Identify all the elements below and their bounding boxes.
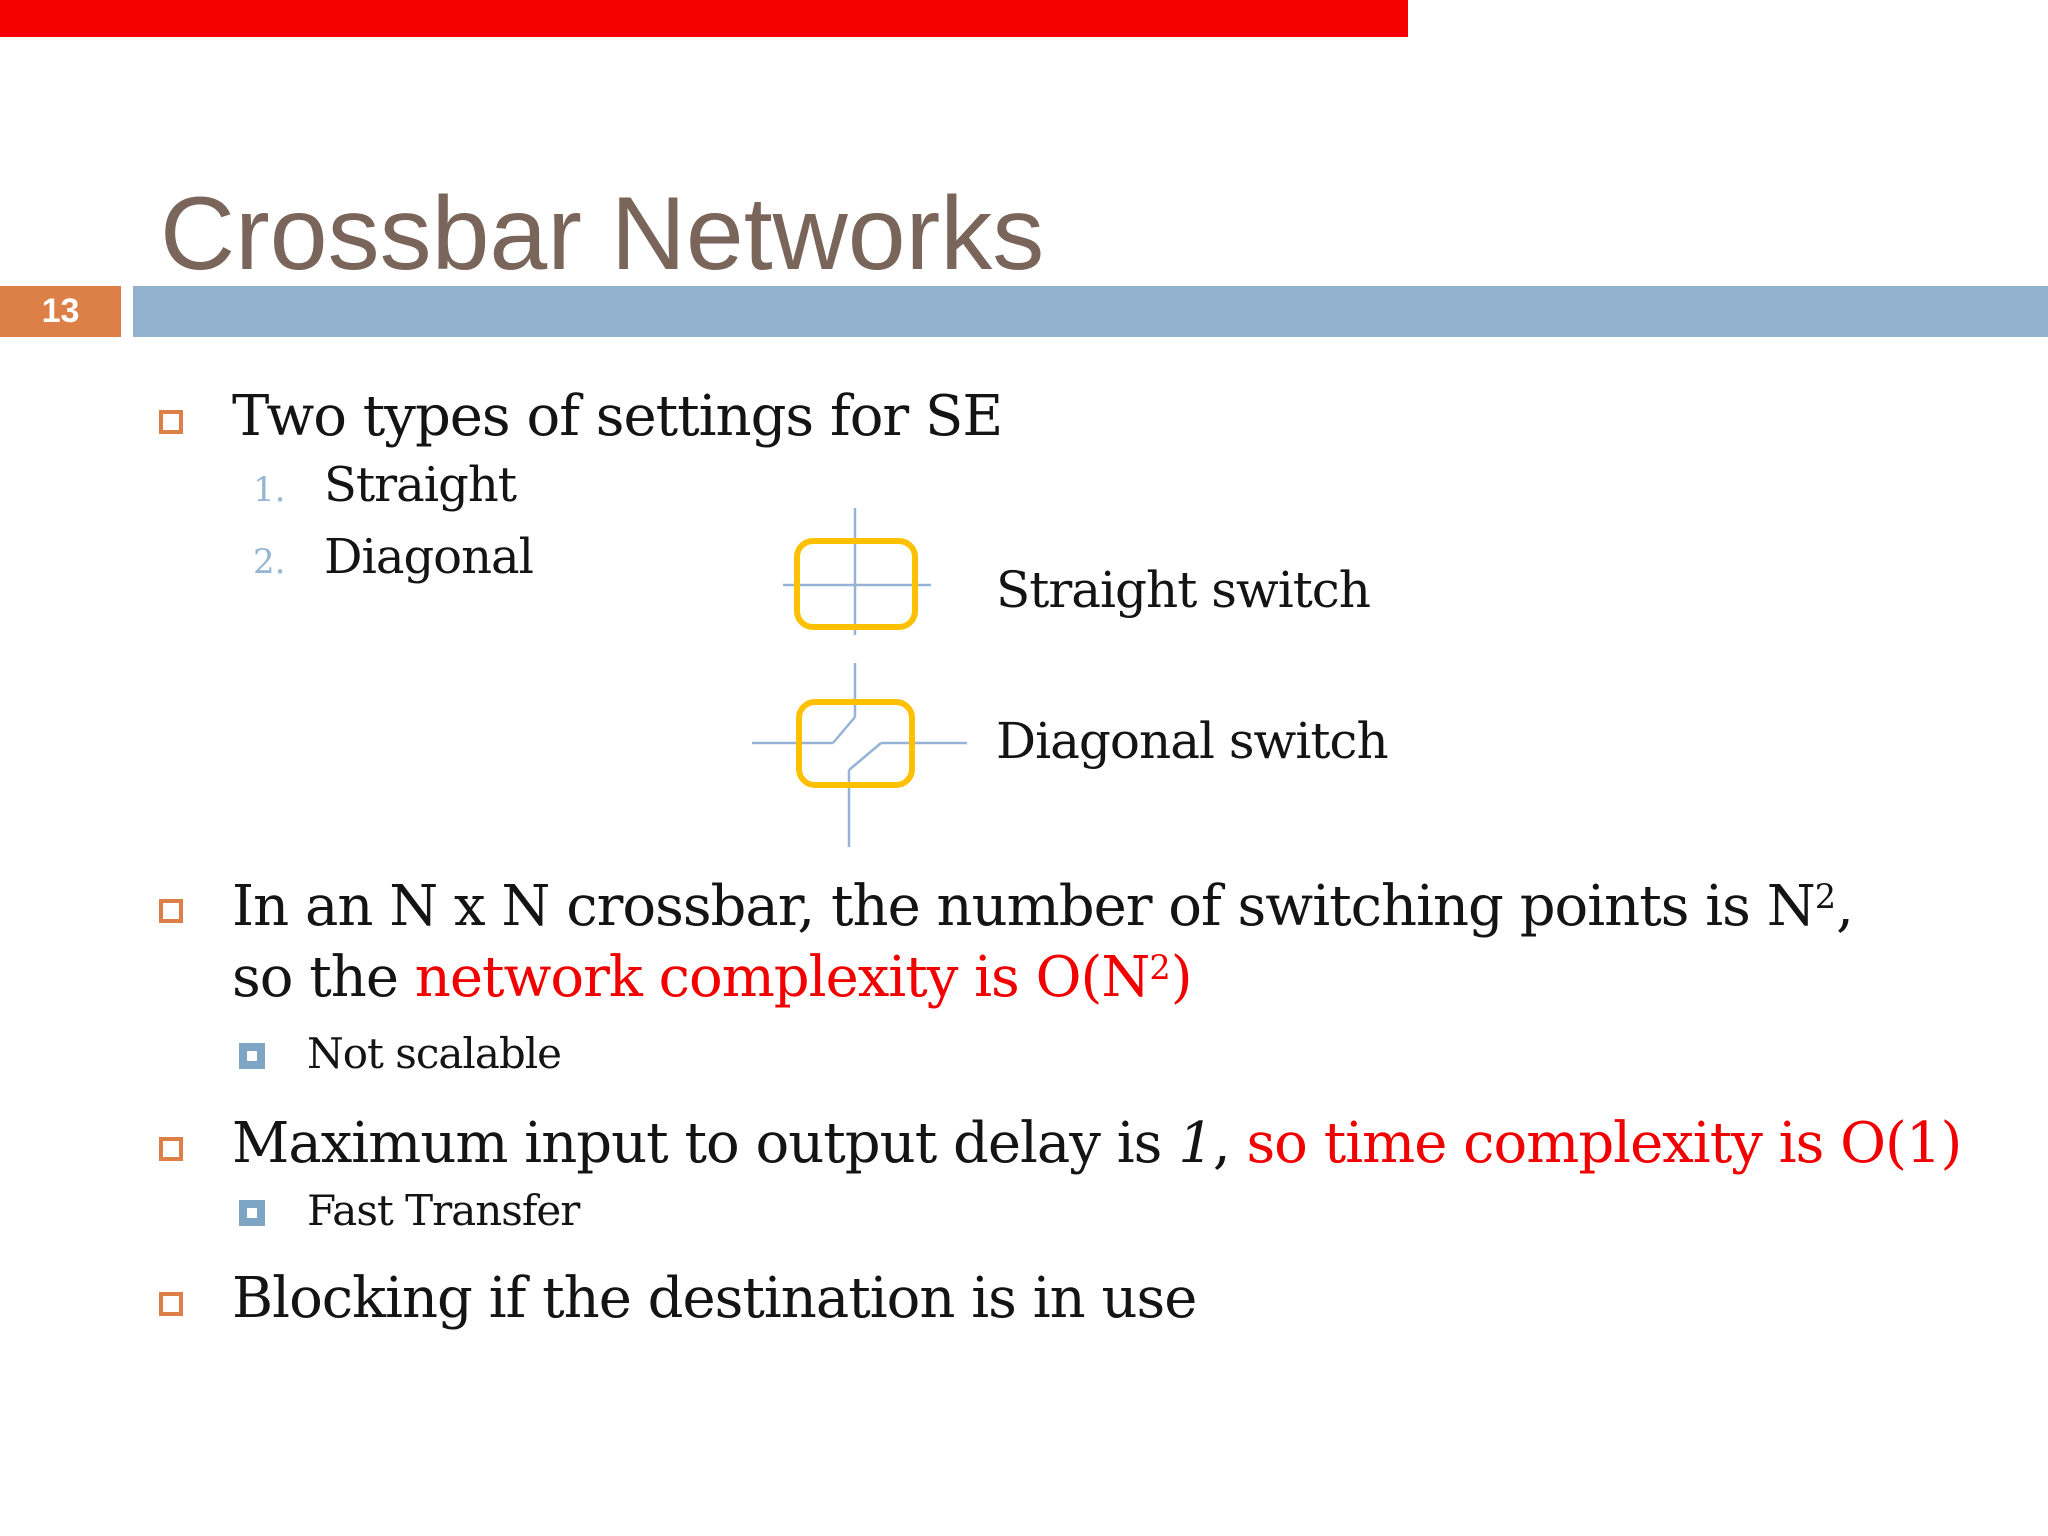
bullet-item-straight-item: 1. Straight — [253, 457, 517, 513]
text-run: network complexity is O(N — [414, 945, 1151, 1010]
straight-switch-lines — [783, 508, 931, 635]
list-number-marker: 1. — [253, 470, 286, 510]
text-run: , — [1836, 874, 1854, 939]
text-run: , — [1212, 1111, 1247, 1176]
bullet-item-not-scalable: Not scalable — [239, 1029, 562, 1078]
diagonal-switch-label: Diagonal switch — [996, 712, 1389, 770]
text-run: so the — [232, 945, 415, 1010]
switch-diagram — [752, 508, 967, 847]
list-number-marker: 2. — [253, 542, 286, 582]
text-run: 2 — [1814, 876, 1837, 916]
video-progress-bar[interactable] — [0, 0, 1408, 37]
diagonal-switch-lines — [752, 663, 967, 847]
text-run: Straight — [324, 457, 517, 513]
straight-switch-label: Straight switch — [996, 561, 1371, 619]
square-bullet-icon — [159, 409, 183, 434]
text-run: Diagonal — [324, 529, 534, 585]
text-run: Maximum input to output delay is — [232, 1111, 1179, 1176]
text-run: 2 — [1149, 947, 1171, 987]
square-bullet-icon — [159, 1291, 183, 1316]
text-run: Blocking if the destination is in use — [232, 1266, 1197, 1331]
square-bullet-icon — [159, 898, 183, 923]
bullet-item-blocking: Blocking if the destination is in use — [157, 1266, 1197, 1331]
diagonal-switch-symbol — [796, 699, 915, 788]
text-run: Two types of settings for SE — [232, 384, 1003, 449]
bullet-item-two-types: Two types of settings for SE — [157, 384, 1003, 449]
square-bullet-icon — [239, 1042, 265, 1069]
square-bullet-icon — [239, 1199, 265, 1226]
bullet-item-maximum-delay: Maximum input to output delay is 1, so t… — [157, 1111, 1962, 1176]
bullet-item-crossbar-complexity: In an N x N crossbar, the number of swit… — [157, 874, 1854, 1017]
text-run: Not scalable — [307, 1029, 562, 1078]
square-bullet-icon — [159, 1136, 183, 1161]
bullet-item-diagonal-item: 2. Diagonal — [253, 529, 534, 585]
page-number-badge: 13 — [0, 286, 121, 337]
text-run: Fast Transfer — [307, 1186, 580, 1235]
header-band — [133, 286, 2048, 337]
text-run: 1 — [1178, 1111, 1214, 1176]
straight-switch-symbol — [794, 538, 918, 630]
bullet-item-fast-transfer: Fast Transfer — [239, 1186, 580, 1235]
text-run: so time complexity is O(1) — [1246, 1111, 1962, 1176]
page-title: Crossbar Networks — [160, 175, 1045, 292]
text-run: In an N x N crossbar, the number of swit… — [232, 874, 1816, 939]
text-run: ) — [1170, 945, 1193, 1010]
